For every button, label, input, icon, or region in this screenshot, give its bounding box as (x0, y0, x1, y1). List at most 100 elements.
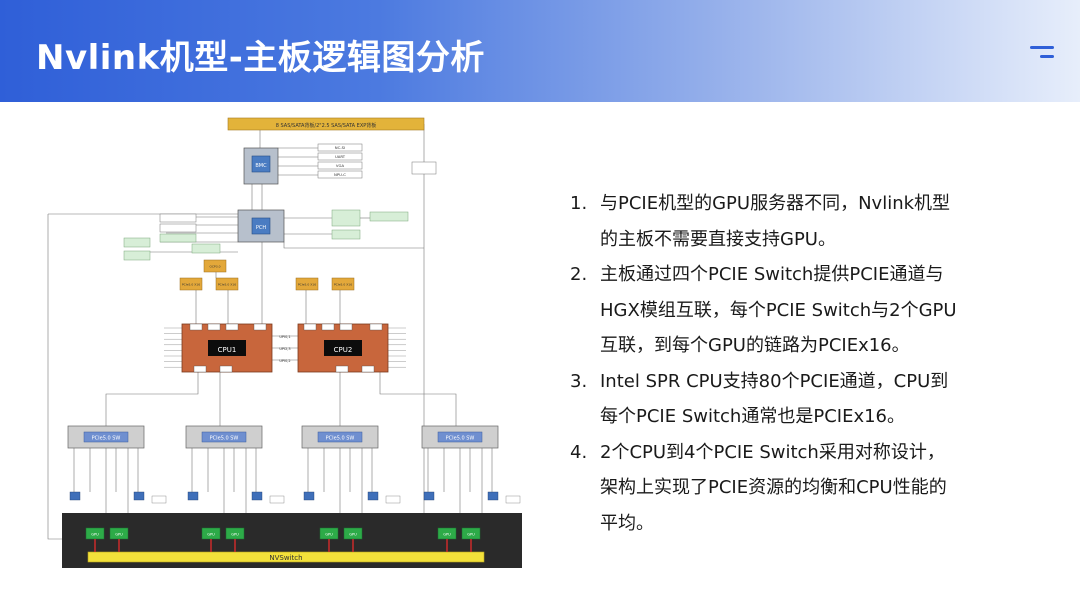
usb-hub-module (191, 243, 221, 254)
pcie-slot (179, 277, 203, 291)
pcie-switch-chip (201, 431, 247, 443)
cpu-port (339, 323, 353, 331)
pch-chip (251, 217, 271, 235)
note-item-2: 2. 主板通过四个PCIE Switch提供PCIE通道与 HGX模组互联，每个… (570, 257, 1010, 364)
pcie-slot-label: PCIe5.0 X16 (334, 283, 352, 287)
bmc-output-label: UART (335, 154, 346, 159)
nic-block (187, 491, 199, 501)
tpm-module (331, 229, 361, 240)
cpu-port (335, 365, 349, 373)
pcie-switch-chip (83, 431, 129, 443)
front-usb-module (123, 237, 151, 248)
motherboard-logic-diagram: 8 SAS/SATA背板/2"2.5 SAS/SATA EXP背板 BMC NC… (40, 114, 530, 574)
nvswitch-bar (87, 551, 485, 563)
cpu2-die (324, 340, 362, 356)
note-number: 1. (570, 193, 588, 214)
cpu-port (193, 365, 207, 373)
pch-io-module-1 (159, 213, 197, 223)
pcie-switch-label: PCIe5.0 SW (92, 436, 121, 442)
header-banner: Nvlink机型-主板逻辑图分析 (0, 0, 1080, 102)
gpu-label: GPU (115, 533, 123, 537)
bmc-chip (251, 155, 271, 173)
cpu-port-labels (189, 323, 383, 373)
cpu-port (225, 323, 239, 331)
bmc-output-label: NC-SI (335, 145, 345, 150)
gpu-label: GPU (467, 533, 475, 537)
cpu-port (303, 323, 317, 331)
upi-label-2: UPI2,3 (279, 347, 290, 351)
gpu-label: GPU (91, 533, 99, 537)
nic-block (423, 491, 435, 501)
upi-label-1: UPI0,1 (279, 335, 290, 339)
bmc-output-label: VGA (336, 163, 345, 168)
nic-block (303, 491, 315, 501)
riser-card-module (411, 161, 437, 175)
pcie-switch-label: PCIe5.0 SW (210, 436, 239, 442)
cpu-port (219, 365, 233, 373)
note-text: 2个CPU到4个PCIE Switch采用对称设计， 架构上实现了PCIE资源的… (600, 441, 947, 534)
pcie-switch-label: PCIe5.0 SW (326, 436, 355, 442)
pcie-slot-label: OCP3.0 (209, 265, 220, 269)
pch-io-module-2 (159, 223, 197, 233)
note-item-3: 3. Intel SPR CPU支持80个PCIE通道，CPU到 每个PCIE … (570, 364, 1010, 435)
page-title: Nvlink机型-主板逻辑图分析 (36, 38, 485, 78)
cpu-port (189, 323, 203, 331)
note-number: 4. (570, 441, 588, 463)
nvswitch-label: NVSwitch (269, 554, 302, 562)
menu-icon[interactable] (1030, 46, 1054, 60)
pcie-slot (295, 277, 319, 291)
pch-label: PCH (256, 225, 267, 231)
gpu-label: GPU (231, 533, 239, 537)
rear-usb-module (123, 250, 151, 261)
cpu-port (321, 323, 335, 331)
nic-block (367, 491, 379, 501)
notes-list: 1. 与PCIE机型的GPU服务器不同，Nvlink机型 的主板不需要直接支持G… (570, 186, 1010, 541)
note-item-1: 1. 与PCIE机型的GPU服务器不同，Nvlink机型 的主板不需要直接支持G… (570, 186, 1010, 257)
memory-channel-ticks (164, 327, 406, 368)
gpu-label: GPU (325, 533, 333, 537)
note-text: Intel SPR CPU支持80个PCIE通道，CPU到 每个PCIE Swi… (600, 370, 949, 428)
cpu-port (253, 323, 267, 331)
cpu1-die (208, 340, 246, 356)
aux-port-block (385, 495, 401, 504)
note-number: 2. (570, 264, 588, 285)
bmc-output-box (317, 170, 363, 179)
nic-block (69, 491, 81, 501)
storage-backplane-label: 8 SAS/SATA背板/2"2.5 SAS/SATA EXP背板 (276, 122, 377, 129)
aux-port-block (151, 495, 167, 504)
cpu-port (369, 323, 383, 331)
cpu-port (361, 365, 375, 373)
aux-port-block (269, 495, 285, 504)
switch-fanout-lines (73, 448, 493, 519)
bmc-label: BMC (255, 163, 267, 169)
gpu-label: GPU (349, 533, 357, 537)
note-item-4: 4. 2个CPU到4个PCIE Switch采用对称设计， 架构上实现了PCIE… (570, 435, 1010, 542)
pcie-slot (331, 277, 355, 291)
cpu1-label: CPU1 (218, 346, 237, 354)
pcie-slot-label: PCIe5.0 X16 (218, 283, 236, 287)
pch-io-module-3 (159, 233, 197, 243)
gpu-label: GPU (207, 533, 215, 537)
pcie-switch-label: PCIe5.0 SW (446, 436, 475, 442)
pcie-switches: PCIe5.0 SW PCIe5.0 SW PCIe5.0 SW PCIe5.0 SW (67, 425, 521, 504)
note-text: 主板通过四个PCIE Switch提供PCIE通道与 HGX模组互联，每个PCI… (600, 264, 957, 356)
pcie-slot-label: PCIe5.0 X16 (182, 283, 200, 287)
bmc-outputs: NC-SI UART VGA NPU-C (317, 143, 363, 179)
cpu-port (207, 323, 221, 331)
aux-port-block (505, 495, 521, 504)
bmc-output-box (317, 152, 363, 161)
cpu2-label: CPU2 (334, 346, 353, 354)
bmc-output-label: NPU-C (334, 172, 346, 177)
gpu-label: GPU (443, 533, 451, 537)
nic-block (133, 491, 145, 501)
bios-flash-module (369, 211, 409, 222)
gpu-group: GPU GPU GPU GPU GPU GPU GPU GPU (85, 527, 481, 552)
spi-flash-module (331, 209, 361, 227)
pcie-switch-chip (437, 431, 483, 443)
upi-label-3: UPI0,2 (279, 359, 290, 363)
pcie-slot (215, 277, 239, 291)
pcie-slot (203, 259, 227, 273)
pcie-switch-chip (317, 431, 363, 443)
pcie-slot-label: PCIe5.0 X16 (298, 283, 316, 287)
